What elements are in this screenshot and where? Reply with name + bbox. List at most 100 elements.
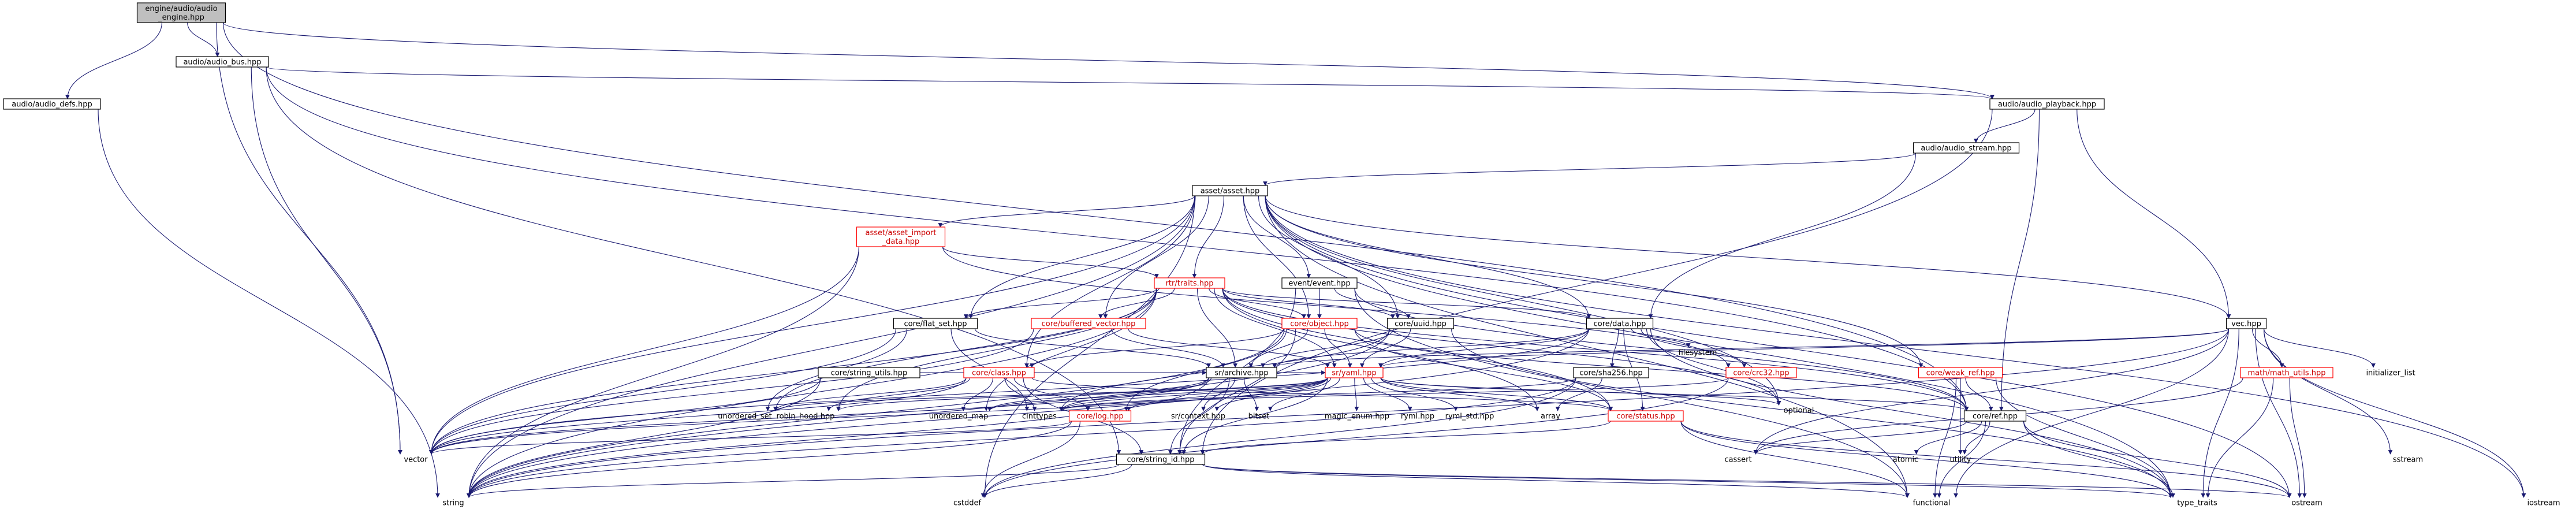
edge-class-to-cinttypes <box>1004 377 1037 411</box>
node-weak-ref[interactable]: core/weak_ref.hpp <box>1918 367 2003 378</box>
node-asset-import[interactable]: asset/asset_import_data.hpp <box>856 226 946 247</box>
node-crc32[interactable]: core/crc32.hpp <box>1725 367 1797 378</box>
node-defs[interactable]: audio/audio_defs.hpp <box>3 98 101 110</box>
node-data[interactable]: core/data.hpp <box>1586 318 1654 329</box>
edge-log-to-string <box>467 421 1072 498</box>
edge-object-to-class <box>1030 328 1285 368</box>
edge-asset-to-type-traits <box>1265 195 2173 498</box>
edge-string-id-to-type-traits <box>1202 464 2173 498</box>
edge-sryaml-to-robin-hood <box>836 377 1328 411</box>
node-array[interactable]: array <box>1541 412 1560 421</box>
edge-vec-to-string <box>467 328 2230 498</box>
node-initializer-list[interactable]: initializer_list <box>2366 369 2415 378</box>
edge-traits-to-uuid <box>1222 288 1395 319</box>
node-event[interactable]: event/event.hpp <box>1281 277 1358 289</box>
node-functional[interactable]: functional <box>1913 499 1951 508</box>
node-math-utils[interactable]: math/math_utils.hpp <box>2240 367 2333 378</box>
node-cinttypes[interactable]: cinttypes <box>1022 412 1057 421</box>
node-utility[interactable]: utility <box>1950 456 1971 464</box>
node-sstream[interactable]: sstream <box>2393 456 2423 464</box>
edge-data-to-archive <box>1272 328 1590 368</box>
node-vector[interactable]: vector <box>404 456 428 464</box>
node-label: math/math_utils.hpp <box>2247 369 2325 378</box>
node-status[interactable]: core/status.hpp <box>1608 410 1684 422</box>
node-archive[interactable]: sr/archive.hpp <box>1206 367 1277 378</box>
edge-status-to-string-id <box>1200 421 1611 455</box>
edge-asset-to-object <box>1243 195 1311 319</box>
edge-object-to-status <box>1354 328 1613 411</box>
edge-traits-to-sryaml <box>1214 288 1337 368</box>
node-traits[interactable]: rtr/traits.hpp <box>1154 277 1225 289</box>
edge-traits-to-data <box>1222 288 1591 319</box>
node-ryml-std[interactable]: ryml_std.hpp <box>1445 412 1494 421</box>
node-ref[interactable]: core/ref.hpp <box>1963 410 2027 422</box>
node-optional[interactable]: optional <box>1784 407 1814 415</box>
node-uuid[interactable]: core/uuid.hpp <box>1386 318 1455 329</box>
node-iostream[interactable]: iostream <box>2527 499 2560 508</box>
node-label: sr/archive.hpp <box>1214 369 1268 378</box>
node-cassert[interactable]: cassert <box>1724 456 1751 464</box>
edge-root-to-playback <box>222 22 1995 99</box>
node-object[interactable]: core/object.hpp <box>1281 318 1358 329</box>
edge-sryaml-to-unordered-map <box>987 377 1328 411</box>
node-label: utility <box>1950 456 1971 464</box>
edge-asset-to-vec <box>1265 195 2231 319</box>
edge-sryaml-to-array <box>1380 377 1539 411</box>
node-stream[interactable]: audio/audio_stream.hpp <box>1913 142 2020 154</box>
node-cstddef[interactable]: cstddef <box>953 499 982 508</box>
edge-crc32-to-cstddef <box>982 377 1729 498</box>
node-label: core/data.hpp <box>1594 320 1646 329</box>
edge-sryaml-to-ref <box>1380 377 1969 411</box>
node-atomic[interactable]: atomic <box>1893 456 1918 464</box>
node-sryaml[interactable]: sr/yaml.hpp <box>1325 367 1384 378</box>
edge-vec-to-math-utils <box>2251 328 2284 368</box>
edge-data-to-type-traits <box>1650 328 2173 498</box>
edge-status-to-ostream <box>1680 421 2292 498</box>
edge-bus-to-playback <box>266 66 1995 99</box>
edge-asset-to-uuid <box>1258 195 1400 319</box>
node-srcontext[interactable]: sr/context.hpp <box>1171 412 1225 421</box>
edge-root-to-ref <box>222 22 1969 411</box>
node-class[interactable]: core/class.hpp <box>963 367 1035 378</box>
node-playback[interactable]: audio/audio_playback.hpp <box>1989 98 2105 110</box>
edge-asset-to-weak-ref <box>1265 195 1923 368</box>
edge-ref-to-cassert <box>1753 421 1967 455</box>
edge-vec-to-archive <box>1272 328 2230 368</box>
node-bitset[interactable]: bitset <box>1248 412 1270 421</box>
node-label: core/ref.hpp <box>1973 412 2018 421</box>
node-box <box>1989 98 2105 110</box>
node-label: vec.hpp <box>2231 320 2261 329</box>
node-root[interactable]: engine/audio/audio_engine.hpp <box>136 2 226 23</box>
node-unordered-set[interactable]: unordered_set <box>718 412 771 421</box>
node-bus[interactable]: audio/audio_bus.hpp <box>176 56 269 68</box>
edge-asset-to-asset-import <box>938 195 1195 228</box>
edge-vec-to-ostream <box>2255 328 2302 498</box>
node-unordered-map[interactable]: unordered_map <box>929 412 989 421</box>
node-filesystem[interactable]: filesystem <box>1679 349 1717 358</box>
node-box <box>1068 410 1132 422</box>
node-label: asset/asset.hpp <box>1201 187 1259 196</box>
node-magic-enum[interactable]: magic_enum.hpp <box>1325 412 1389 421</box>
edge-bus-to-vector <box>251 66 402 455</box>
node-flat-set[interactable]: core/flat_set.hpp <box>893 318 978 329</box>
node-box <box>1325 367 1384 378</box>
node-label: cassert <box>1724 456 1751 464</box>
edge-archive-to-srcontext <box>1201 377 1236 411</box>
node-log[interactable]: core/log.hpp <box>1068 410 1132 422</box>
node-ostream[interactable]: ostream <box>2291 499 2322 508</box>
node-string-utils[interactable]: core/string_utils.hpp <box>818 367 920 378</box>
node-type-traits[interactable]: type_traits <box>2177 499 2217 508</box>
node-string[interactable]: string <box>442 499 464 508</box>
edge-archive-to-unordered-map <box>987 377 1209 411</box>
node-string-id[interactable]: core/string_id.hpp <box>1116 453 1206 465</box>
node-buffered-vector[interactable]: core/buffered_vector.hpp <box>1031 318 1146 329</box>
node-label: core/log.hpp <box>1076 412 1123 421</box>
node-label: audio/audio_stream.hpp <box>1921 144 2011 153</box>
node-label: event/event.hpp <box>1288 280 1350 288</box>
node-ryml[interactable]: ryml.hpp <box>1401 412 1434 421</box>
node-asset[interactable]: asset/asset.hpp <box>1192 185 1268 196</box>
node-sha256[interactable]: core/sha256.hpp <box>1573 367 1649 378</box>
edge-string-id-to-ostream <box>1202 464 2291 498</box>
node-robin-hood[interactable]: robin_hood.hpp <box>777 412 835 421</box>
node-vec[interactable]: vec.hpp <box>2225 318 2267 329</box>
